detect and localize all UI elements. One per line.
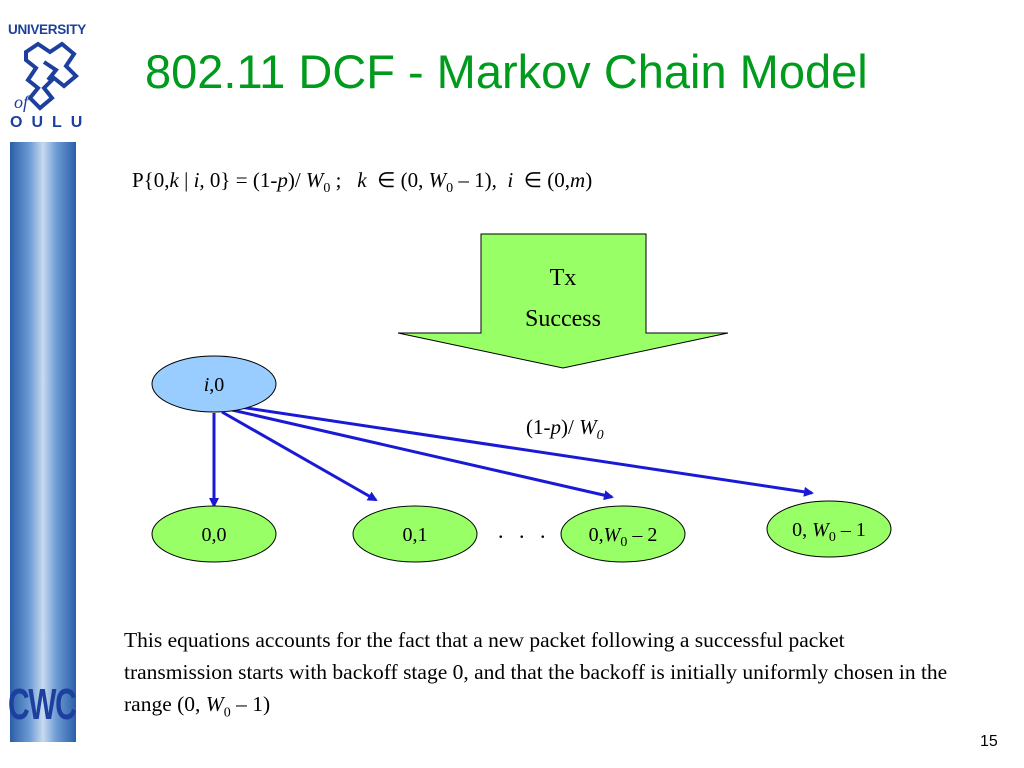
state-node-i-0-label: i,0 — [204, 374, 225, 396]
logo-emblem-icon: of — [14, 41, 79, 112]
state-node-0-w0-2 — [560, 505, 686, 563]
explanation-paragraph: This equations accounts for the fact tha… — [124, 628, 948, 721]
logo-of-text: of — [14, 92, 31, 112]
transition-probability-equation: P{0,k | i, 0} = (1-p)/ W0 ; k ∈ (0, W0 –… — [132, 168, 593, 197]
cwc-logo-text: CWC — [8, 680, 77, 729]
university-of-oulu-logo: UNIVERSITY of OULU — [4, 22, 86, 134]
sidebar-branding: UNIVERSITY of OULU CWC — [0, 0, 86, 768]
transition-arrow-to-0-w0-1 — [239, 405, 814, 497]
slide-title: 802.11 DCF - Markov Chain Model — [145, 45, 868, 98]
logo-university-text: UNIVERSITY — [8, 22, 87, 37]
tx-success-arrow — [397, 233, 729, 369]
tx-arrow-line1: Tx — [550, 265, 577, 291]
logo-oulu-text: OULU — [10, 114, 92, 131]
state-node-0-0 — [151, 505, 277, 563]
state-node-0-w0-2-label: 0,W0 – 2 — [589, 524, 658, 550]
state-ellipsis: . . . — [498, 518, 551, 543]
state-node-0-0-label: 0,0 — [202, 524, 227, 546]
transition-arrow-to-0-1 — [221, 410, 378, 502]
transition-probability-label: (1-p)/ W0 — [526, 415, 604, 444]
state-node-i-0 — [151, 355, 277, 413]
tx-arrow-line2: Success — [525, 306, 601, 332]
page-number: 15 — [980, 733, 998, 750]
state-node-0-w0-1-label: 0, W0 – 1 — [792, 519, 866, 545]
state-node-0-1 — [352, 505, 478, 563]
state-node-0-1-label: 0,1 — [403, 524, 428, 546]
transition-arrow-to-0-w0-2 — [231, 408, 614, 501]
state-node-0-w0-1 — [766, 500, 892, 558]
sidebar-stripe — [10, 142, 76, 742]
